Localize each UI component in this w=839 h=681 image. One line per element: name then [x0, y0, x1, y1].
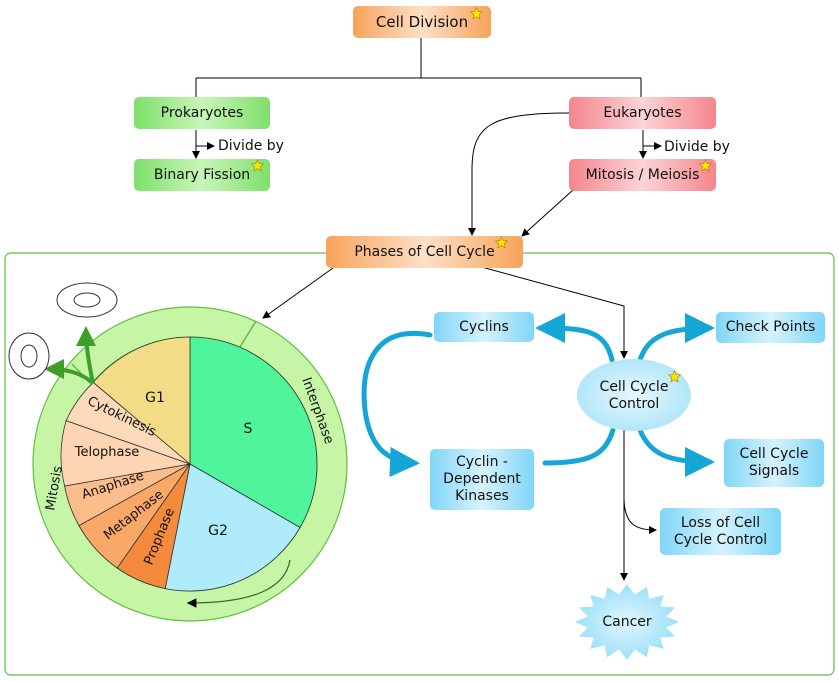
cancer-starburst — [575, 584, 679, 660]
arrow-to-loss-of-control — [623, 496, 657, 534]
node-cyclins-label: Cyclins — [459, 318, 509, 335]
arrow-divide-left — [195, 130, 215, 150]
node-cdk-line1: Cyclin - — [456, 454, 508, 470]
node-mitosis-meiosis-label: Mitosis / Meiosis — [585, 166, 700, 183]
node-cancer[interactable]: Cancer — [577, 607, 677, 637]
node-eukaryotes[interactable]: Eukaryotes — [569, 97, 716, 129]
node-loss-line1: Loss of Cell — [680, 514, 761, 531]
node-cyclin-dependent-kinases[interactable]: Cyclin - Dependent Kinases — [430, 449, 534, 510]
cycle-sectors — [60, 336, 318, 592]
node-cell-division[interactable]: Cell Division — [353, 6, 491, 38]
star-icon — [495, 236, 508, 249]
sector-g1 — [92, 336, 191, 465]
star-icon — [470, 7, 483, 20]
node-phases-of-cell-cycle[interactable]: Phases of Cell Cycle — [326, 236, 523, 268]
arrow-phases-to-control — [477, 265, 628, 359]
node-control-line2: Control — [608, 396, 660, 412]
star-icon — [668, 370, 681, 383]
cell-split-arrows — [44, 326, 97, 385]
node-cdk-line2: Dependent — [443, 471, 521, 487]
label-s: S — [244, 421, 253, 437]
arc-control-to-cdk — [542, 427, 616, 466]
label-g1: G1 — [145, 390, 165, 406]
star-icon — [251, 159, 264, 172]
arrow-divide-right — [642, 130, 662, 150]
arc-cyclins-to-cdk — [361, 331, 433, 477]
node-loss-of-cell-cycle-control[interactable]: Loss of Cell Cycle Control — [660, 508, 781, 555]
arrow-meiosis-to-phases — [521, 189, 574, 237]
edge-label-divide-by-left: Divide by — [218, 138, 284, 154]
node-prokaryotes[interactable]: Prokaryotes — [134, 97, 270, 129]
node-control-line1: Cell Cycle — [599, 379, 669, 395]
node-check-points[interactable]: Check Points — [716, 312, 825, 343]
control-ellipse — [577, 359, 691, 431]
node-prokaryotes-label: Prokaryotes — [160, 104, 244, 121]
arrow-phases-to-cycle — [262, 267, 334, 319]
arc-control-to-signals — [637, 427, 715, 477]
node-loss-line2: Cycle Control — [673, 531, 768, 548]
node-cell-cycle-signals[interactable]: Cell Cycle Signals — [724, 439, 824, 487]
node-signals-line2: Signals — [748, 463, 800, 479]
label-g2: G2 — [208, 523, 228, 539]
sector-g2 — [164, 463, 301, 592]
star-icon — [699, 159, 712, 172]
cell-icon-top — [56, 282, 118, 318]
node-cyclins[interactable]: Cyclins — [434, 312, 534, 342]
ring-divider-top — [239, 320, 257, 348]
node-check-points-label: Check Points — [725, 319, 816, 335]
node-binary-fission[interactable]: Binary Fission — [134, 159, 270, 191]
node-cdk-line3: Kinases — [455, 488, 509, 504]
node-signals-line1: Cell Cycle — [739, 446, 809, 462]
node-binary-fission-label: Binary Fission — [153, 166, 251, 183]
control-arcs — [361, 313, 715, 477]
cell-icon-left — [8, 332, 50, 380]
node-cell-division-label: Cell Division — [375, 12, 469, 31]
node-phases-label: Phases of Cell Cycle — [354, 243, 495, 260]
cycle-direction-arrow — [186, 559, 291, 608]
edge-label-divide-by-right: Divide by — [664, 139, 730, 155]
node-mitosis-meiosis[interactable]: Mitosis / Meiosis — [569, 159, 716, 191]
sector-s — [189, 336, 318, 529]
node-eukaryotes-label: Eukaryotes — [603, 104, 682, 121]
arrow-eukaryotes-to-phases — [468, 112, 571, 236]
arc-control-to-cyclins — [535, 313, 615, 363]
node-cancer-label: Cancer — [602, 613, 652, 630]
node-cell-cycle-control[interactable]: Cell Cycle Control — [577, 360, 691, 432]
arc-control-to-checkpoints — [637, 313, 715, 363]
label-telophase: Telophase — [74, 445, 140, 460]
tree-connectors — [192, 38, 662, 581]
